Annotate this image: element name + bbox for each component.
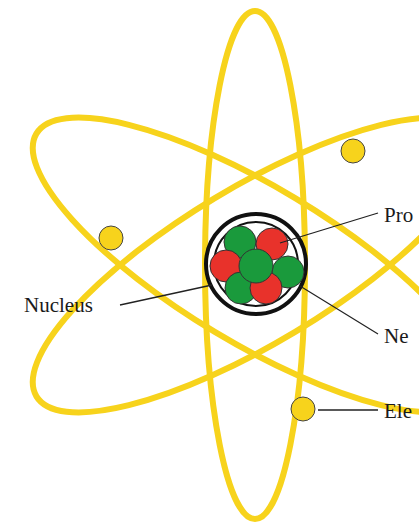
electron — [99, 226, 123, 250]
electron-orbit — [205, 11, 305, 519]
neutron — [239, 249, 273, 283]
part-label: Pro — [384, 205, 413, 226]
electron-orbit — [0, 67, 419, 463]
leader-line — [120, 285, 212, 305]
part-label: Ele — [384, 401, 412, 422]
part-label: Nucleus — [24, 295, 93, 316]
nucleus-ring — [206, 214, 306, 314]
electron-orbit — [0, 67, 419, 463]
part-label: Ne — [384, 326, 409, 347]
leader-line — [318, 409, 378, 410]
electron — [341, 139, 365, 163]
leader-line — [280, 213, 378, 243]
electron — [291, 397, 315, 421]
leader-line — [300, 286, 378, 334]
